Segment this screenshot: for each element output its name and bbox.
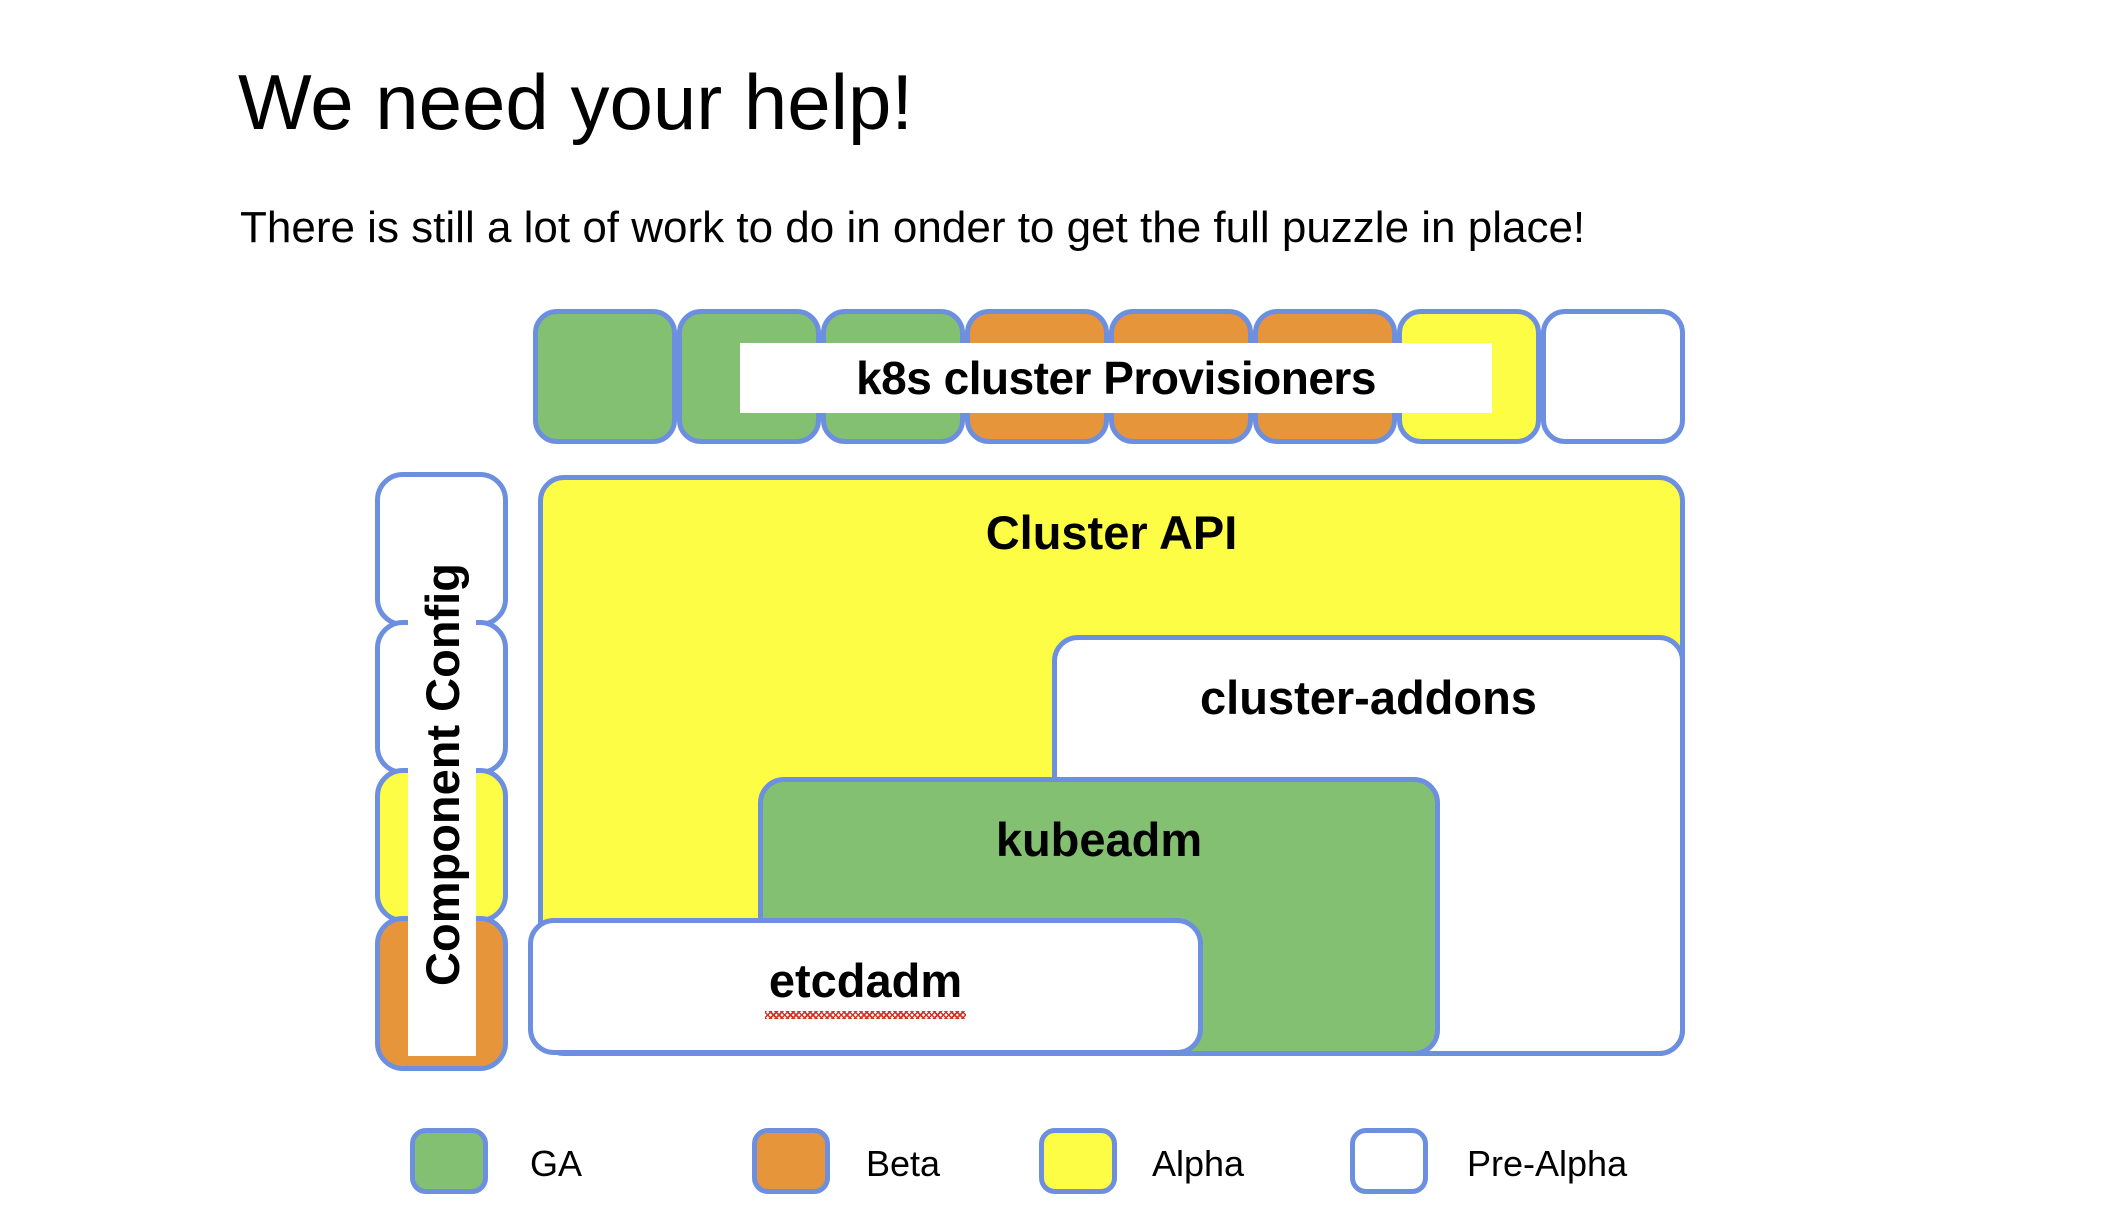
legend-swatch-beta bbox=[752, 1128, 830, 1194]
etcdadm-box[interactable]: etcdadm bbox=[528, 918, 1203, 1055]
component-config-label-band: Component Config bbox=[408, 492, 476, 1056]
legend-label-beta: Beta bbox=[866, 1143, 941, 1184]
provisioner-box-1[interactable] bbox=[533, 309, 677, 444]
provisioner-box-8[interactable] bbox=[1541, 309, 1685, 444]
cluster-addons-label: cluster-addons bbox=[1200, 671, 1537, 724]
legend-label-ga: GA bbox=[530, 1143, 583, 1184]
page-subtitle: There is still a lot of work to do in on… bbox=[240, 203, 1586, 252]
kubeadm-label: kubeadm bbox=[995, 813, 1203, 866]
cluster-api-label: Cluster API bbox=[985, 506, 1238, 559]
etcdadm-label: etcdadm bbox=[764, 954, 967, 1019]
component-config-label: Component Config bbox=[415, 562, 469, 986]
page-title: We need your help! bbox=[238, 58, 913, 147]
legend-label-alpha: Alpha bbox=[1152, 1143, 1245, 1184]
legend-label-pre-alpha: Pre-Alpha bbox=[1467, 1143, 1628, 1184]
legend-swatch-ga bbox=[410, 1128, 488, 1194]
legend-swatch-pre-alpha bbox=[1350, 1128, 1428, 1194]
provisioner-strip-label: k8s cluster Provisioners bbox=[740, 343, 1492, 413]
legend-swatch-alpha bbox=[1039, 1128, 1117, 1194]
etcdadm-label-wrap: etcdadm bbox=[533, 953, 1198, 1019]
